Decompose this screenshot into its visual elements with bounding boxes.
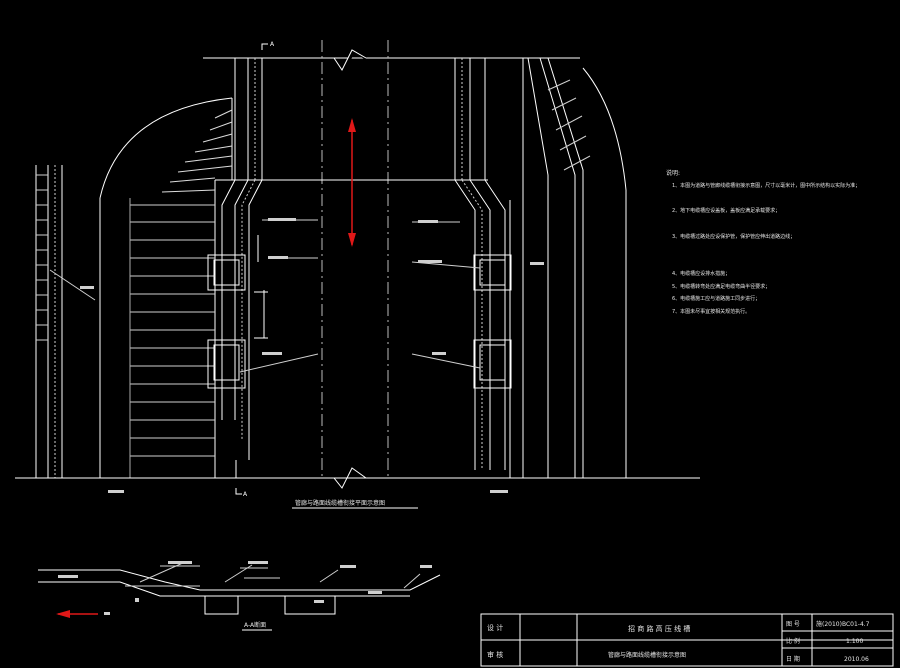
left-arc-outer xyxy=(99,97,233,199)
plan-caption: 管廊与路面线缆槽衔接平面示意图 xyxy=(295,499,385,507)
scale-label: 比 例 xyxy=(786,637,800,645)
note-item: 3、电缆槽过路处应设保护管，保护管应伸出道路边线； xyxy=(672,233,795,240)
break-mark-bottom xyxy=(322,467,367,489)
project-name: 招 商 路 高 压 线 槽 xyxy=(628,624,690,633)
left-duct-outer xyxy=(221,179,236,420)
notes: 说明: 1、本图为道路与管廊线缆槽衔接示意图，尺寸以毫米计，图中所示结构以实际为… xyxy=(666,169,860,315)
section-caption: A-A断面 xyxy=(244,621,266,629)
note-item: 6、电缆槽施工应与道路施工同步进行； xyxy=(672,295,760,302)
right-slope-2 xyxy=(539,57,576,478)
left-junction-box-2-inner xyxy=(213,344,240,381)
right-junction-box-1-outer xyxy=(473,254,512,291)
drawing-no: 施(2010)BC01-4.7 xyxy=(816,620,870,628)
date-label: 日 期 xyxy=(786,655,800,663)
right-duct-1 xyxy=(469,179,491,470)
section-mark-top xyxy=(261,43,268,50)
arc-steps xyxy=(161,109,233,193)
note-item: 7、本图未尽事宜按相关规范执行。 xyxy=(672,308,750,315)
break-mask-top xyxy=(318,50,367,73)
right-duct-outer xyxy=(484,179,506,470)
section-label-marks xyxy=(58,561,432,615)
left-duct-1 xyxy=(234,179,249,420)
note-item: 5、电缆槽转弯处应满足电缆弯曲半径要求； xyxy=(672,283,770,290)
section-mark-bottom xyxy=(235,488,242,495)
far-left-ticks xyxy=(36,174,48,341)
arrow-head-up xyxy=(348,118,356,132)
right-junction-box-2-inner xyxy=(479,344,506,381)
plan-view: A xyxy=(15,40,700,509)
design-label: 设 计 xyxy=(487,623,503,632)
right-duct-inner xyxy=(454,179,476,470)
date-value: 2010.06 xyxy=(844,656,869,663)
section-arrow-head xyxy=(56,610,70,618)
section-leader-1 xyxy=(139,561,186,583)
review-label: 审 核 xyxy=(487,650,503,659)
right-duct-dash xyxy=(461,179,483,470)
scale-value: 1:100 xyxy=(846,638,863,645)
right-slope-3 xyxy=(547,57,584,478)
leader-left-3 xyxy=(239,353,319,373)
left-steps xyxy=(130,204,215,457)
title-block: 设 计 审 核 招 商 路 高 压 线 槽 管廊与路面线缆槽衔接示意图 图 号 … xyxy=(480,613,894,667)
right-junction-box-1-inner xyxy=(479,259,506,286)
drawing-no-label: 图 号 xyxy=(786,621,800,628)
notes-heading: 说明: xyxy=(666,169,680,177)
left-junction-box-1-outer xyxy=(207,254,246,291)
drawing-title: 管廊与路面线缆槽衔接示意图 xyxy=(608,651,686,659)
leader-right-3 xyxy=(411,353,481,369)
section-leader-3 xyxy=(319,569,339,583)
section-view: A-A断面 xyxy=(38,561,441,631)
left-junction-box-2-outer xyxy=(207,339,246,389)
left-leader xyxy=(49,269,96,301)
right-arc xyxy=(582,67,627,478)
left-junction-box-1-inner xyxy=(213,259,240,286)
section-mark-letter-top: A xyxy=(270,41,275,48)
right-hatch xyxy=(547,79,591,171)
break-mark-top xyxy=(318,49,367,71)
section-trench-2 xyxy=(284,596,336,615)
note-item: 1、本图为道路与管廊线缆槽衔接示意图，尺寸以毫米计，图中所示结构以实际为准； xyxy=(672,182,860,189)
section-trench-1 xyxy=(204,596,239,615)
section-bottom-profile xyxy=(38,581,410,597)
section-mark-letter-bottom: A xyxy=(243,491,248,498)
note-item: 4、电缆槽应设排水措施； xyxy=(672,270,730,277)
plan-label-marks xyxy=(80,218,544,493)
note-item: 2、地下电缆槽应设盖板，盖板应满足承载要求； xyxy=(672,207,780,214)
section-leader-4 xyxy=(403,573,421,589)
right-junction-box-2-outer xyxy=(473,339,512,389)
arrow-head-down xyxy=(348,233,356,247)
right-slope-1 xyxy=(527,57,549,478)
left-duct-inner xyxy=(248,179,263,460)
left-duct-dash xyxy=(241,179,256,440)
